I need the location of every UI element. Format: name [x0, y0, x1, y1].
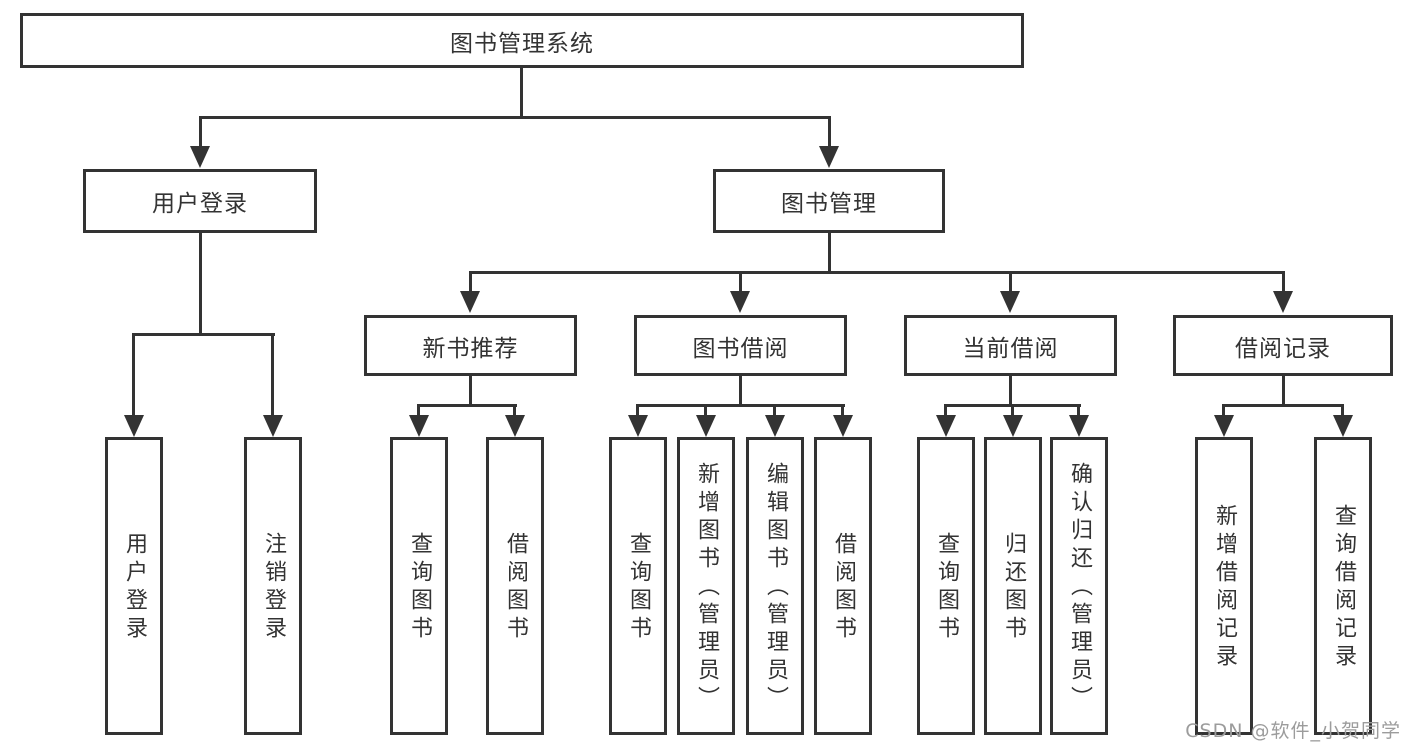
leaf-borrow-books-1: 借阅图书: [486, 437, 544, 735]
leaf-add-book-admin: 新增图书（管理员）: [677, 437, 735, 735]
arrowhead: [628, 415, 648, 437]
node-root: 图书管理系统: [20, 13, 1024, 68]
leaf-query-books-2: 查询图书: [609, 437, 667, 735]
leaf-add-borrow-record: 新增借阅记录: [1195, 437, 1253, 735]
line-segment: [828, 119, 831, 149]
arrowhead: [1273, 291, 1293, 313]
arrowhead: [765, 415, 785, 437]
arrowhead: [1214, 415, 1234, 437]
arrowhead: [936, 415, 956, 437]
line-segment: [739, 376, 742, 406]
line-segment: [828, 233, 831, 273]
line-segment: [704, 404, 707, 416]
leaf-query-books-3: 查询图书: [917, 437, 975, 735]
line-segment: [1009, 376, 1012, 406]
leaf-user-login: 用户登录: [105, 437, 163, 735]
line-segment: [1077, 404, 1080, 416]
line-segment: [1011, 404, 1014, 416]
node-book-borrow: 图书借阅: [634, 315, 847, 376]
line-segment: [636, 404, 845, 407]
line-segment: [417, 404, 420, 416]
arrowhead: [460, 291, 480, 313]
line-segment: [1341, 404, 1344, 416]
line-segment: [199, 119, 202, 149]
leaf-return-book: 归还图书: [984, 437, 1042, 735]
node-borrow-records: 借阅记录: [1173, 315, 1393, 376]
line-segment: [841, 404, 844, 416]
line-segment: [199, 116, 831, 119]
line-segment: [1282, 274, 1285, 292]
arrowhead: [505, 415, 525, 437]
line-segment: [199, 233, 202, 336]
arrowhead: [1333, 415, 1353, 437]
leaf-query-books-1: 查询图书: [390, 437, 448, 735]
arrowhead: [696, 415, 716, 437]
line-segment: [1222, 404, 1225, 416]
leaf-query-borrow-record: 查询借阅记录: [1314, 437, 1372, 735]
arrowhead: [409, 415, 429, 437]
line-segment: [1282, 376, 1285, 406]
line-segment: [417, 404, 517, 407]
node-user-login: 用户登录: [83, 169, 317, 233]
arrowhead: [263, 415, 283, 437]
line-segment: [1222, 404, 1344, 407]
line-segment: [132, 336, 135, 415]
line-segment: [513, 404, 516, 416]
line-segment: [469, 376, 472, 406]
line-segment: [520, 66, 523, 119]
line-segment: [469, 274, 472, 292]
leaf-edit-book-admin: 编辑图书（管理员）: [746, 437, 804, 735]
arrowhead: [730, 291, 750, 313]
csdn-watermark: CSDN @软件_小贺同学: [1185, 720, 1401, 742]
arrowhead: [819, 146, 839, 168]
line-segment: [1009, 274, 1012, 292]
arrowhead: [1069, 415, 1089, 437]
arrowhead: [1000, 291, 1020, 313]
line-segment: [636, 404, 639, 416]
arrowhead: [124, 415, 144, 437]
line-segment: [944, 404, 947, 416]
line-segment: [739, 274, 742, 292]
node-book-management: 图书管理: [713, 169, 945, 233]
line-segment: [271, 336, 274, 415]
arrowhead: [190, 146, 210, 168]
line-segment: [469, 271, 1285, 274]
arrowhead: [1003, 415, 1023, 437]
leaf-borrow-books-2: 借阅图书: [814, 437, 872, 735]
node-current-borrow: 当前借阅: [904, 315, 1117, 376]
arrowhead: [833, 415, 853, 437]
leaf-logout: 注销登录: [244, 437, 302, 735]
leaf-confirm-return-admin: 确认归还（管理员）: [1050, 437, 1108, 735]
line-segment: [132, 333, 275, 336]
node-new-book-recommend: 新书推荐: [364, 315, 577, 376]
line-segment: [773, 404, 776, 416]
